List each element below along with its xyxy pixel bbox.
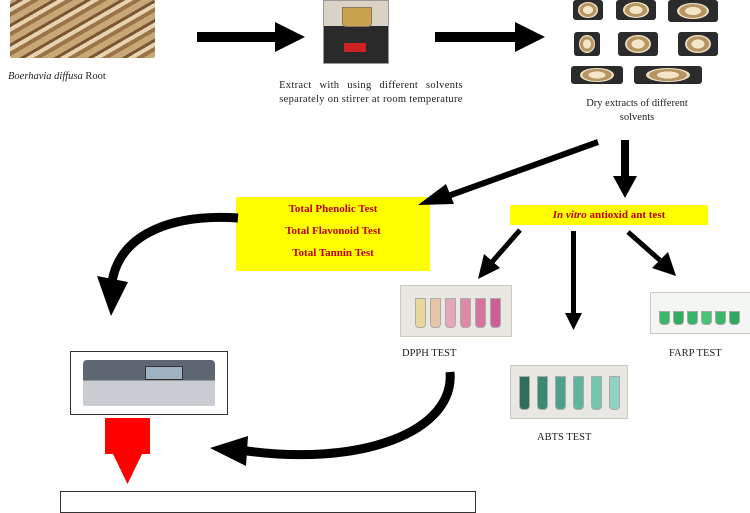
arrow-right-icon: [197, 22, 305, 52]
antioxidant-test-box: In vitro antioxid ant test: [510, 205, 708, 225]
total-tannin-test: Total Tannin Test: [292, 247, 374, 259]
arrow-diagonal-icon: [418, 139, 600, 205]
antioxidant-italic: In vitro: [552, 209, 587, 221]
abts-tube-5: [591, 376, 602, 410]
curved-arrow-icon: [97, 212, 239, 316]
magnetic-stirrer-photo: [323, 0, 389, 64]
dpph-tube-5: [475, 298, 486, 328]
root-caption-italic: Boerhavia diffusa: [8, 71, 83, 82]
dry-extract-caption: Dry extracts of different solvents: [562, 97, 712, 125]
farp-tubes-photo: [650, 292, 750, 334]
arrow-down-icon: [626, 230, 676, 276]
spectrophotometer-screen: [145, 366, 183, 380]
extract-caption-line2: separately on stirrer at room temperatur…: [279, 94, 463, 105]
abts-tube-1: [519, 376, 530, 410]
root-caption: Boerhavia diffusa Root: [8, 70, 106, 84]
antioxidant-rest: antioxid ant test: [586, 209, 666, 221]
farp-tube-2: [673, 311, 684, 325]
total-phenolic-test: Total Phenolic Test: [288, 203, 378, 215]
farp-tube-5: [715, 311, 726, 325]
phytochemical-tests-box: Total Phenolic Test Total Flavonoid Test…: [236, 197, 430, 271]
dry-extract-dish-7: [571, 66, 623, 84]
flow-arrows: [97, 22, 676, 484]
abts-tubes-photo: [510, 365, 628, 419]
dpph-tube-4: [460, 298, 471, 328]
arrow-right-icon: [435, 22, 545, 52]
stirrer-display: [344, 43, 366, 52]
dpph-tube-3: [445, 298, 456, 328]
abts-tube-4: [573, 376, 584, 410]
abts-test-label: ABTS TEST: [537, 432, 592, 443]
total-flavonoid-test: Total Flavonoid Test: [285, 225, 381, 237]
dpph-test-label: DPPH TEST: [402, 348, 457, 359]
dry-extract-dish-4: [574, 32, 600, 56]
dry-extract-caption-line1: Dry extracts of different: [586, 98, 688, 109]
farp-tube-3: [687, 311, 698, 325]
dpph-tube-2: [430, 298, 441, 328]
arrow-down-icon: [613, 140, 637, 198]
arrow-down-icon: [478, 228, 522, 279]
abts-tube-2: [537, 376, 548, 410]
spectrophotometer-photo: [70, 351, 228, 415]
farp-tube-4: [701, 311, 712, 325]
curved-arrow-icon: [210, 371, 455, 466]
dry-extract-caption-line2: solvents: [619, 112, 655, 123]
arrow-down-icon: [565, 231, 582, 330]
dpph-tube-6: [490, 298, 501, 328]
root-caption-rest: Root: [82, 71, 106, 82]
extract-caption: Extract with using different solvents se…: [236, 79, 506, 107]
boerhavia-root-photo: [10, 0, 155, 58]
dry-extract-dish-6: [678, 32, 718, 56]
abts-tube-3: [555, 376, 566, 410]
dry-extract-dish-3: [668, 0, 718, 22]
dpph-tubes-photo: [400, 285, 512, 337]
extract-caption-line1: Extract with using different solvents: [279, 80, 463, 91]
farp-tube-6: [729, 311, 740, 325]
dry-extract-dish-8: [634, 66, 702, 84]
abts-tube-6: [609, 376, 620, 410]
dry-extract-dish-5: [618, 32, 658, 56]
dpph-tube-1: [415, 298, 426, 328]
red-down-arrow-icon: [105, 418, 150, 484]
farp-tube-1: [659, 311, 670, 325]
dry-extract-dish-1: [573, 0, 603, 20]
dry-extract-dish-2: [616, 0, 656, 20]
beaker-shape: [342, 7, 372, 27]
farp-test-label: FARP TEST: [669, 348, 722, 359]
